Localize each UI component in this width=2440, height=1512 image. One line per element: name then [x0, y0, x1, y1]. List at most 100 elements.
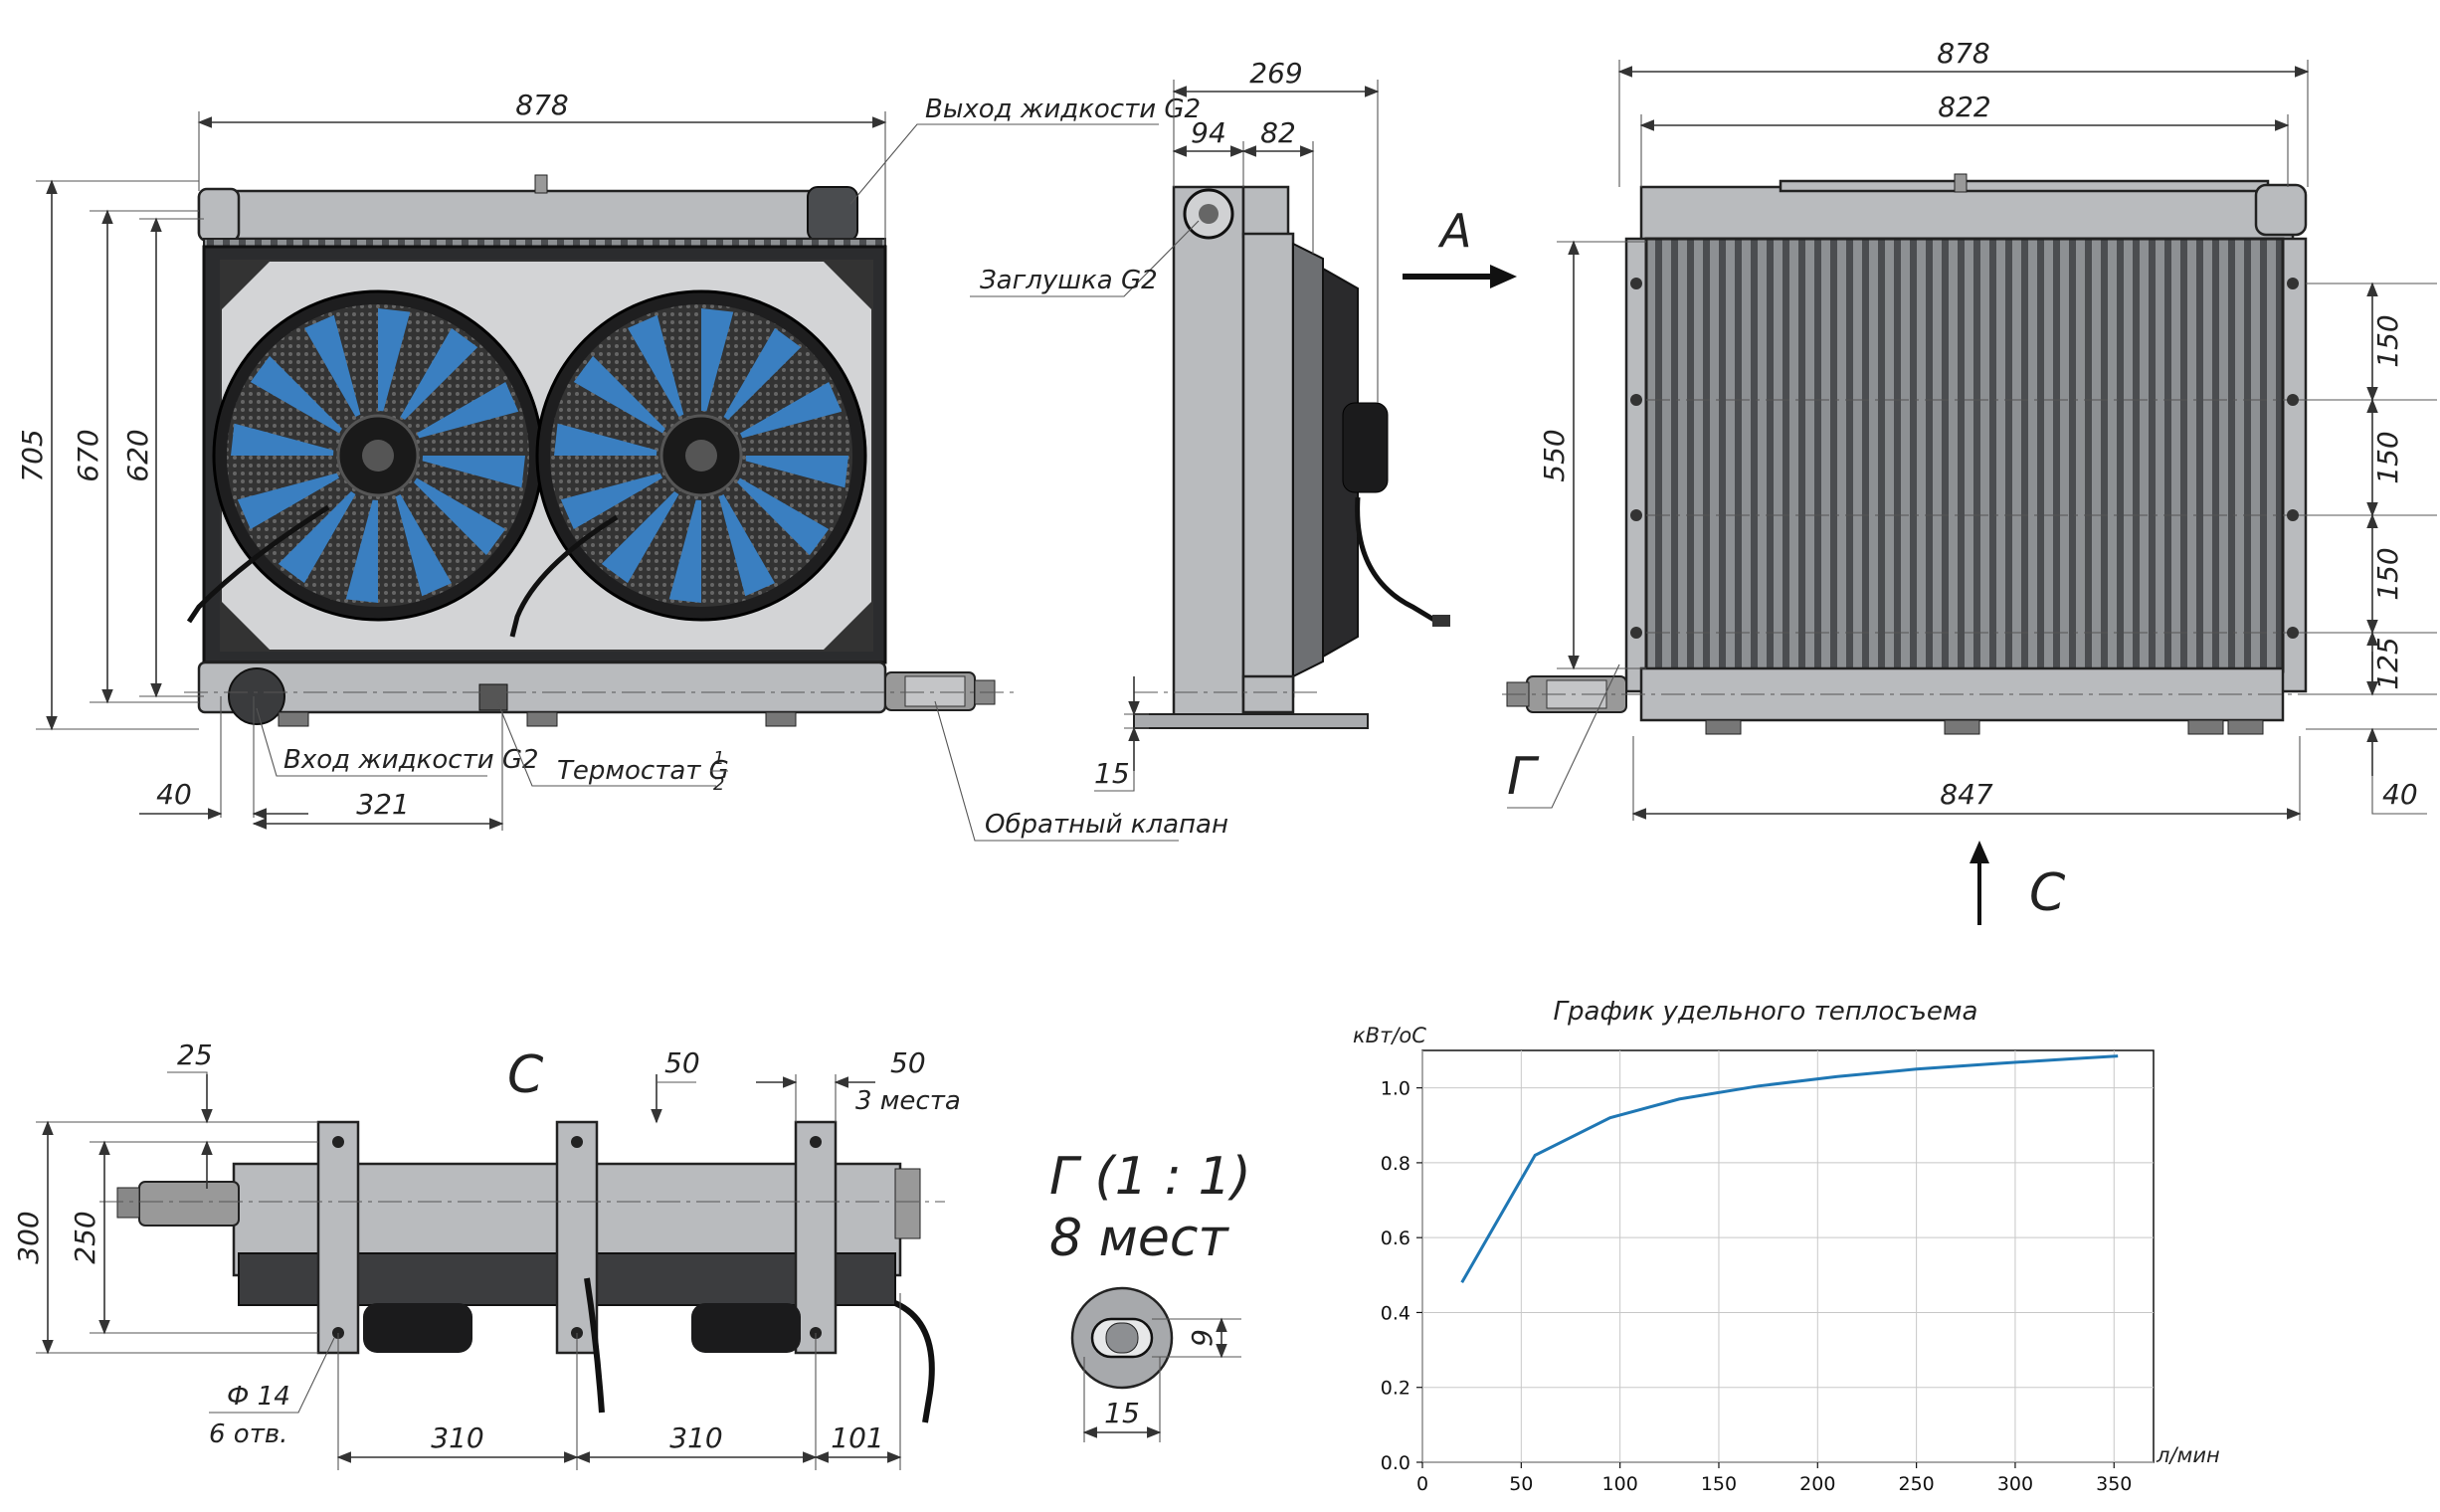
chart-xtick-label: 300	[1997, 1473, 2033, 1495]
dim-15-detail: 15	[1104, 1397, 1140, 1429]
fan-blade	[736, 477, 830, 556]
view-arrow-a-label: A	[1437, 204, 1471, 258]
bottom-view: C 300 250 25 50 50	[12, 1039, 961, 1470]
fan-blade	[345, 499, 378, 603]
fan-blade	[668, 499, 701, 603]
inlet-port	[228, 667, 285, 725]
fan-blade	[231, 423, 334, 456]
chart-xtick-label: 250	[1898, 1473, 1934, 1495]
dim-321: 321	[356, 788, 409, 821]
dim-50: 50	[664, 1046, 700, 1079]
bottom-view-title: C	[507, 1045, 544, 1105]
chart-ylabel: кВт/оС	[1353, 1024, 1426, 1047]
fan-blade	[413, 477, 506, 556]
dim-82: 82	[1260, 116, 1296, 149]
dim-125: 125	[2371, 637, 2404, 689]
chart-xtick-label: 0	[1416, 1473, 1428, 1495]
chart-xtick-label: 150	[1701, 1473, 1737, 1495]
mount-bracket-3	[794, 1120, 838, 1355]
dim-25: 25	[177, 1039, 213, 1071]
fan-blade	[304, 314, 361, 418]
chart-grid	[1421, 1050, 2154, 1463]
dim-300: 300	[12, 1211, 45, 1263]
bottom-header-tank	[197, 661, 887, 714]
chart-ytick-label: 0.8	[1381, 1153, 1410, 1175]
dim-822: 822	[1938, 91, 1990, 123]
front-view: 878 705 670 620 40 321 Выход жидкости G2…	[16, 89, 1228, 842]
dim-310-b: 310	[669, 1421, 722, 1454]
chart-xtick-label: 100	[1602, 1473, 1638, 1495]
dim-50-b: 50	[890, 1046, 926, 1079]
dim-250: 250	[69, 1211, 101, 1263]
chart-series-line	[1460, 1054, 2119, 1284]
chart-ytick-label: 0.0	[1381, 1452, 1410, 1474]
detail-title: Г (1 : 1)	[1049, 1147, 1251, 1207]
label-check-valve: Обратный клапан	[985, 810, 1228, 840]
fan-blade	[378, 308, 411, 412]
outlet-port	[807, 186, 858, 242]
chart-xlabel: л/мин	[2156, 1443, 2220, 1467]
fan-blade	[250, 355, 343, 434]
chart-ytick-label: 0.2	[1381, 1378, 1410, 1400]
side-view: 269 94 82 Заглушка G2 15 A	[970, 57, 1517, 792]
svg-text:2: 2	[713, 774, 724, 795]
dim-101: 101	[831, 1421, 883, 1454]
dim-150-a: 150	[2371, 314, 2404, 367]
dim-705: 705	[16, 429, 49, 481]
dim-847: 847	[1940, 778, 1993, 811]
fan-blade	[278, 490, 356, 584]
fan-right	[535, 289, 867, 622]
chart-plot-area	[1421, 1049, 2155, 1463]
fan-left	[212, 289, 544, 622]
dim-94: 94	[1191, 116, 1226, 149]
rear-top-tank	[1639, 185, 2295, 247]
fan-blade	[573, 355, 666, 434]
dim-878-front: 878	[515, 89, 568, 121]
top-header-tank	[197, 189, 857, 241]
dim-150-c: 150	[2371, 547, 2404, 600]
fan-blade	[400, 327, 478, 421]
mount-bracket-1	[316, 1120, 360, 1355]
fan-blade	[723, 327, 802, 421]
label-plug: Заглушка G2	[980, 266, 1158, 295]
dim-15-side: 15	[1094, 757, 1130, 790]
thermostat	[478, 683, 508, 711]
dim-40-front: 40	[156, 778, 192, 811]
dim-40-rear: 40	[2382, 778, 2418, 811]
fan-blade	[628, 314, 684, 418]
fan-motor	[1342, 402, 1389, 493]
dim-9: 9	[1186, 1329, 1219, 1347]
label-outlet: Выход жидкости G2	[925, 94, 1201, 124]
fan-blade	[416, 382, 519, 439]
fan-blade	[237, 472, 340, 529]
chart-xtick-label: 350	[2096, 1473, 2132, 1495]
svg-text:1: 1	[713, 748, 724, 769]
view-arrow-a	[1490, 265, 1517, 288]
chart-xtick-label: 200	[1799, 1473, 1835, 1495]
label-6-holes: 6 отв.	[209, 1419, 287, 1449]
detail-subtitle: 8 мест	[1049, 1209, 1229, 1268]
side-body	[1172, 185, 1245, 721]
fan-blade	[554, 423, 657, 456]
fan-blade	[718, 493, 775, 597]
label-inlet: Вход жидкости G2	[283, 745, 539, 775]
chart-title: График удельного теплосъема	[1554, 997, 1978, 1027]
rear-view: 878 822 847 550 150 150 150 125 40 Г	[1502, 37, 2437, 925]
view-arrow-c	[1970, 841, 1989, 863]
chart-ytick-label: 0.4	[1381, 1302, 1410, 1324]
fan-blade	[601, 490, 679, 584]
fan-blade	[739, 382, 843, 439]
fan-blade	[745, 456, 848, 488]
label-thermostat: Термостат G	[557, 756, 729, 786]
heat-removal-chart: График удельного теплосъема кВт/оС л/мин…	[1353, 997, 2220, 1495]
fan-blade	[395, 493, 452, 597]
rear-core	[1644, 237, 2285, 673]
dim-269: 269	[1249, 57, 1302, 90]
chart-ytick-label: 0.6	[1381, 1228, 1410, 1249]
dim-550: 550	[1538, 429, 1571, 481]
dim-878-rear: 878	[1937, 37, 1989, 70]
view-arrow-c-label: C	[2029, 863, 2066, 923]
dim-670: 670	[72, 429, 104, 481]
